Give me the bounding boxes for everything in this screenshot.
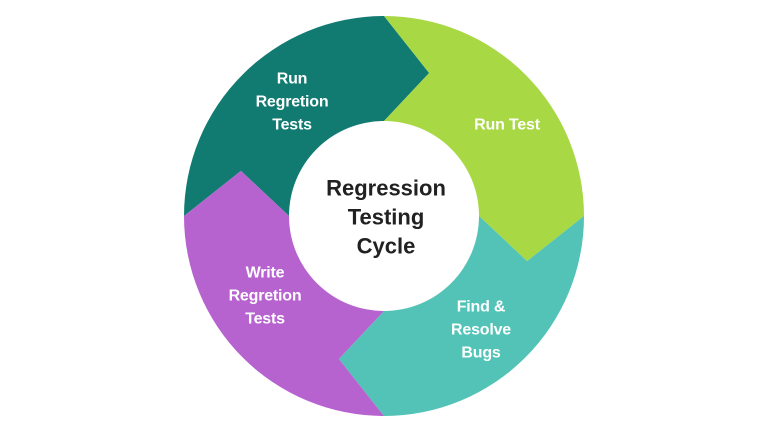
cycle-center-title: Regression Testing Cycle (326, 175, 446, 259)
segment-label-write-regretion-tests: Write Regretion Tests (228, 264, 302, 328)
segment-find-resolve-bugs (338, 216, 584, 416)
segment-run-test (384, 16, 584, 262)
segment-label-run-regretion-tests: Run Regretion Tests (255, 70, 329, 134)
segment-label-find-resolve-bugs: Find & Resolve Bugs (451, 298, 511, 362)
segment-run-regretion-tests (184, 16, 430, 216)
segment-write-regretion-tests (184, 170, 384, 416)
segment-label-run-test: Run Test (474, 116, 540, 134)
